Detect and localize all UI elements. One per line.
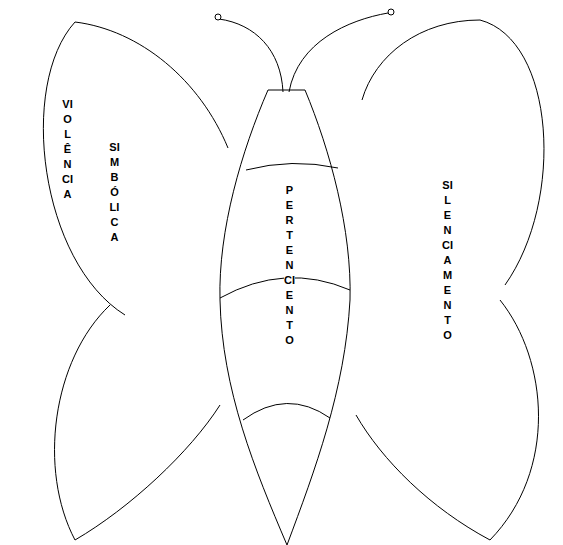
antenna [219, 19, 283, 92]
vertical-label: SILENCIAMENTO [442, 178, 453, 343]
vertical-label: VIOLÊNCIA [62, 97, 73, 202]
vertical-label: PERTENCIENTO [284, 183, 295, 348]
left-wing: VIOLÊNCIA SIMBÓLICA [20, 10, 240, 545]
body: PERTENCIENTO [210, 85, 360, 545]
antenna [289, 13, 388, 92]
outline-line [246, 163, 338, 170]
outline-line [43, 22, 228, 315]
outline-line [55, 305, 220, 540]
outline [345, 10, 562, 545]
vertical-label: SIMBÓLICA [109, 140, 120, 245]
antenna-tip [215, 14, 221, 20]
antenna-tip [388, 9, 394, 15]
outline-line [220, 90, 350, 545]
outline [20, 10, 240, 545]
right-wing: SILENCIAMENTO [345, 10, 562, 545]
outline-line [243, 403, 330, 420]
